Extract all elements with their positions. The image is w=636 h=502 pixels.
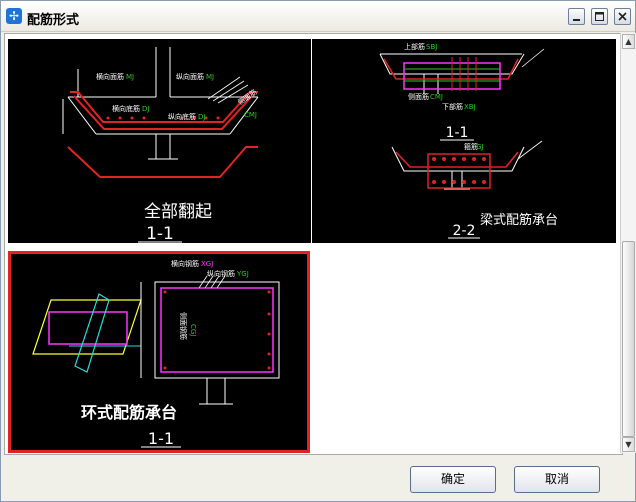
label-transverse-top: 横向面筋 (96, 72, 124, 81)
maximize-icon (595, 12, 604, 21)
code-ring: CGJ (189, 324, 197, 336)
label-stirrup: 箍筋 (464, 142, 478, 151)
title-bar[interactable]: ✢ 配筋形式 (1, 1, 635, 32)
label-side-beam: 侧面筋 (408, 92, 429, 101)
label-transverse-bottom: 横向底筋 (112, 104, 140, 113)
section-label-1-1: 1-1 (446, 125, 469, 141)
section-label-1: 1-1 (146, 224, 174, 243)
diagram-beam-cap: 上部筋 SBJ 侧面筋 CMJ 下部筋 XBJ 箍筋 GJ 1-1 2-2 梁式… (379, 42, 558, 239)
code-stirrup: GJ (476, 143, 484, 151)
label-ring: 侧面钢筋 (179, 312, 188, 340)
caption-full-upturn: 全部翻起 (144, 202, 212, 222)
label-transverse: 横向钢筋 (171, 259, 199, 268)
caption-beam-cap: 梁式配筋承台 (480, 212, 558, 228)
minimize-button[interactable] (568, 8, 585, 25)
cancel-button[interactable]: 取消 (514, 466, 600, 493)
code-longitudinal-top: MJ (206, 73, 214, 81)
option-tile-full-upturn[interactable]: 横向面筋 MJ 纵向面筋 MJ 横向底筋 DJ 纵向底筋 DJ 侧面筋 CMJ … (8, 39, 311, 243)
diagram-full-upturn: 横向面筋 MJ 纵向面筋 MJ 横向底筋 DJ 纵向底筋 DJ 侧面筋 CMJ … (62, 47, 259, 243)
caption-ring-cap: 环式配筋承台 (81, 403, 177, 422)
maximize-button[interactable] (591, 8, 608, 25)
code-transverse-bottom: DJ (142, 105, 149, 113)
label-longitudinal: 纵向钢筋 (207, 269, 235, 278)
section-label-ring: 1-1 (148, 429, 174, 448)
code-side-beam: CMJ (430, 93, 443, 101)
code-longitudinal-bottom: DJ (198, 113, 205, 121)
minimize-icon (573, 19, 580, 21)
option-tile-ring-cap[interactable]: 横向钢筋 XGJ 纵向钢筋 YGJ 侧面钢筋 CGJ 环式配筋承台 1-1 (8, 251, 310, 453)
ok-button[interactable]: 确定 (410, 466, 496, 493)
app-icon: ✢ (6, 8, 22, 24)
code-side: CMJ (244, 111, 257, 119)
diagram-ring-cap: 横向钢筋 XGJ 纵向钢筋 YGJ 侧面钢筋 CGJ 环式配筋承台 1-1 (32, 259, 280, 448)
code-transverse-top: MJ (126, 73, 134, 81)
label-top: 上部筋 (404, 42, 425, 51)
code-top: SBJ (426, 43, 437, 51)
code-transverse: XGJ (201, 260, 213, 268)
close-icon (618, 12, 627, 21)
scroll-thumb[interactable] (622, 241, 635, 437)
code-bottom: XBJ (464, 103, 476, 111)
option-tile-beam-cap[interactable]: 上部筋 SBJ 侧面筋 CMJ 下部筋 XBJ 箍筋 GJ 1-1 2-2 梁式… (312, 39, 616, 243)
label-bottom: 下部筋 (442, 102, 463, 111)
options-gallery: 横向面筋 MJ 纵向面筋 MJ 横向底筋 DJ 纵向底筋 DJ 侧面筋 CMJ … (4, 33, 623, 455)
scroll-up-button[interactable]: ▲ (622, 34, 635, 49)
code-longitudinal: YGJ (236, 270, 249, 278)
close-button[interactable] (614, 8, 631, 25)
scroll-down-button[interactable]: ▼ (622, 437, 635, 452)
chevron-down-icon: ▼ (625, 440, 632, 449)
chevron-up-icon: ▲ (625, 37, 632, 46)
vertical-scrollbar[interactable]: ▲ ▼ (620, 33, 636, 453)
window-title: 配筋形式 (27, 13, 80, 28)
section-label-2-2: 2-2 (453, 223, 476, 239)
label-longitudinal-bottom: 纵向底筋 (168, 112, 196, 121)
label-longitudinal-top: 纵向面筋 (176, 72, 204, 81)
